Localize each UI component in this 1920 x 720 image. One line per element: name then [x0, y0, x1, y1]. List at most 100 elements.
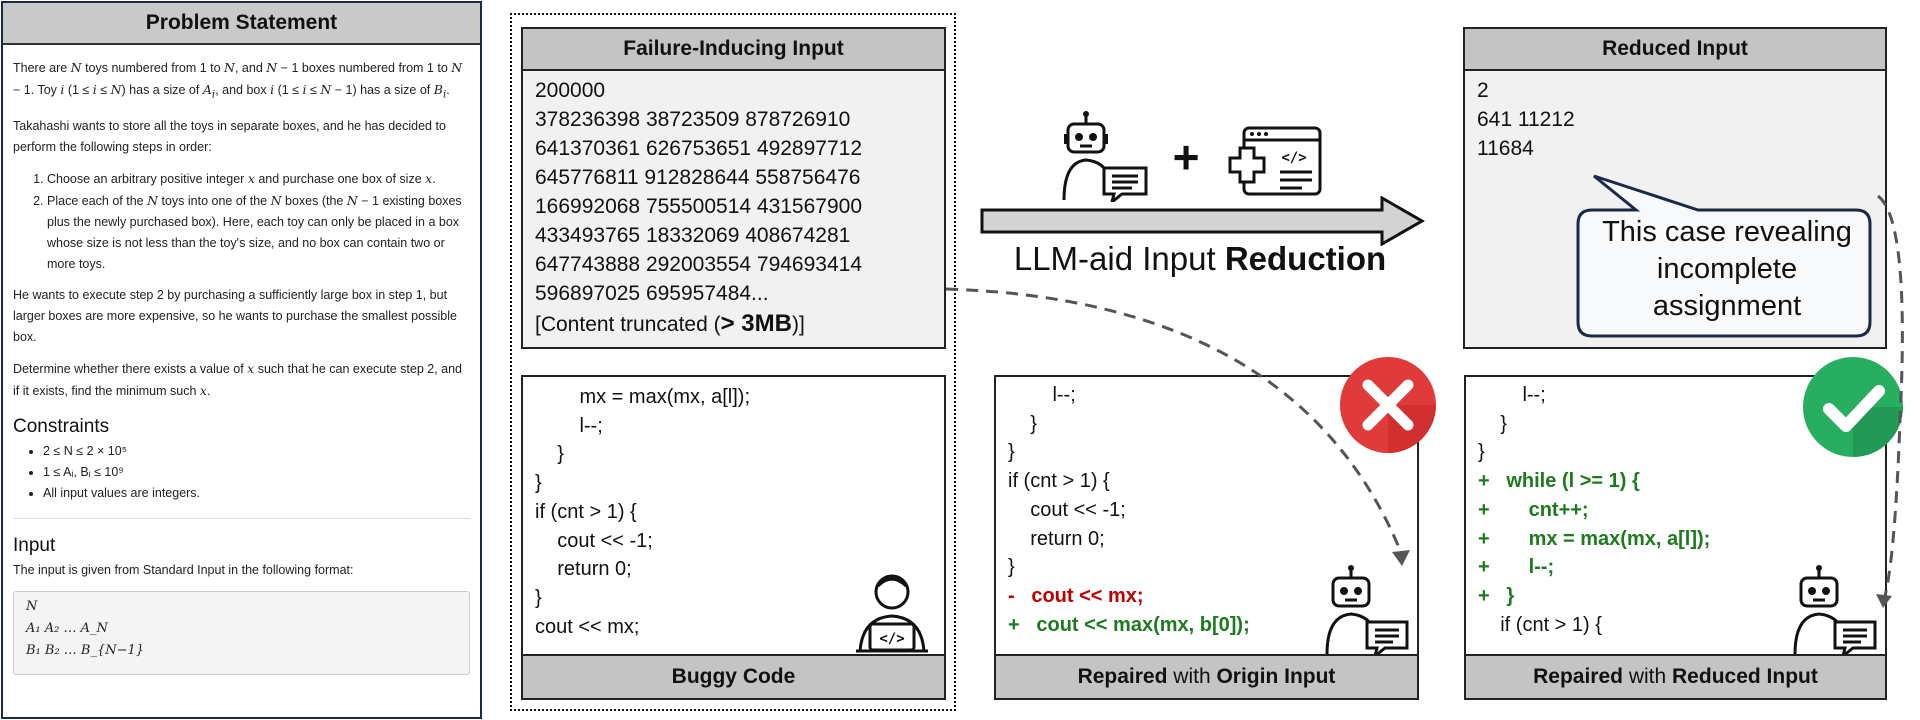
code-line: if (cnt > 1) { [535, 500, 637, 523]
failure-input-panel: Failure-Inducing Input 200000 378236398 … [521, 27, 946, 349]
reduction-label-prefix: LLM-aid Input [1013, 240, 1225, 277]
code-line: l--; [535, 414, 603, 437]
code-line: return 0; [535, 558, 632, 581]
problem-step: Place each of the N toys into one of the… [47, 190, 470, 275]
programmer-icon: </> [856, 574, 928, 653]
reduced-input-content: 2 641 11212 11684 [1465, 71, 1885, 168]
code-line: } [1008, 556, 1015, 579]
problem-statement-title: Problem Statement [3, 3, 480, 45]
robot-icon [1793, 565, 1877, 656]
reduction-label: LLM-aid Input Reduction [990, 240, 1410, 278]
input-line: 641370361 626753651 492897712 [535, 137, 863, 160]
footer-bold-2: Origin Input [1216, 665, 1336, 688]
added-code-line: + while (l >= 1) { [1478, 470, 1640, 493]
llm-robot-icon [1062, 111, 1148, 202]
svg-text:</>: </> [1281, 150, 1306, 166]
plus-sign: + [1172, 131, 1200, 183]
added-code-line: + cnt++; [1478, 498, 1589, 521]
input-line: 200000 [535, 79, 606, 102]
repaired-origin-footer: Repaired with Origin Input [996, 654, 1417, 698]
added-code-line: + } [1478, 584, 1515, 607]
problem-paragraph-3: He wants to execute step 2 by purchasing… [13, 287, 457, 344]
code-line: if (cnt > 1) { [1478, 613, 1602, 636]
pass-check-icon [1803, 357, 1903, 457]
input-line: 641 11212 [1477, 108, 1575, 131]
buggy-code-footer-label: Buggy Code [671, 665, 796, 688]
code-line: if (cnt > 1) { [1008, 470, 1110, 493]
constraints-list: 2 ≤ N ≤ 2 × 10⁵ 1 ≤ Aᵢ, Bᵢ ≤ 10⁹ All inp… [13, 441, 470, 504]
speech-bubble [1576, 174, 1872, 338]
code-line: return 0; [1008, 527, 1105, 550]
problem-paragraph-1: There are N toys numbered from 1 to N, a… [13, 60, 463, 101]
problem-steps-list: Choose an arbitrary positive integer x a… [13, 168, 470, 275]
input-heading: Input [13, 534, 56, 556]
robot-icon [1325, 565, 1409, 656]
dashed-arrow-reduced [1877, 194, 1904, 601]
added-code-line: + l--; [1478, 556, 1555, 579]
original-case-dotted-frame [510, 13, 956, 711]
input-line: 11684 [1477, 137, 1534, 160]
failure-input-title: Failure-Inducing Input [523, 29, 944, 71]
constraints-heading: Constraints [13, 415, 110, 437]
repaired-reduced-code: l--; }}+ while (l >= 1) {+ cnt++;+ mx = … [1466, 377, 1885, 639]
code-line: cout << -1; [535, 529, 653, 552]
code-line: } [535, 472, 542, 495]
code-line: l--; [1478, 384, 1546, 406]
input-line: 645776811 912828644 558756476 [535, 166, 861, 189]
input-line: 378236398 38723509 878726910 [535, 108, 851, 131]
removed-code-line: - cout << mx; [1008, 584, 1144, 607]
added-code-line: + cout << max(mx, b[0]); [1008, 613, 1250, 636]
constraint-item: 2 ≤ N ≤ 2 × 10⁵ [43, 441, 470, 462]
buggy-code-footer: Buggy Code [523, 654, 944, 698]
format-line: N [26, 598, 38, 614]
reduction-label-bold: Reduction [1224, 240, 1387, 277]
input-line: 166992068 755500514 431567900 [535, 195, 863, 218]
footer-bold-2: Reduced Input [1672, 665, 1818, 688]
truncation-suffix: )] [791, 313, 805, 336]
input-line: 647743888 292003554 794693414 [535, 253, 863, 276]
problem-statement-panel: Problem Statement There are N toys numbe… [1, 1, 482, 719]
footer-mid: with [1167, 665, 1217, 688]
arrowhead [1876, 594, 1892, 608]
tools-code-icon: </> [1228, 126, 1322, 196]
problem-paragraph-4: Determine whether there exists a value o… [13, 360, 463, 398]
buggy-code-panel: mx = max(mx, a[l]); l--; }} if (cnt > 1) … [521, 375, 946, 700]
truncation-size: > 3MB [720, 310, 792, 337]
footer-mid: with [1623, 665, 1673, 688]
input-line: 596897025 695957484... [535, 282, 769, 305]
repaired-origin-code: l--; }} if (cnt > 1) { cout << -1; return… [996, 377, 1417, 639]
code-line: cout << -1; [1008, 498, 1126, 521]
fail-x-icon [1340, 357, 1436, 453]
format-line: B₁ B₂ … B_{N−1} [26, 642, 145, 658]
reduced-input-title: Reduced Input [1465, 29, 1885, 71]
problem-paragraph-2: Takahashi wants to store all the toys in… [13, 118, 446, 154]
code-line: } [535, 586, 542, 609]
divider [13, 517, 470, 519]
dashed-arrow-origin [945, 287, 1404, 556]
added-code-line: + mx = max(mx, a[l]); [1478, 527, 1711, 550]
repaired-reduced-footer: Repaired with Reduced Input [1466, 654, 1885, 698]
constraint-item: 1 ≤ Aᵢ, Bᵢ ≤ 10⁹ [43, 462, 470, 483]
input-line: 433493765 18332069 408674281 [535, 224, 851, 247]
truncation-prefix: [Content truncated ( [535, 313, 721, 336]
code-line: } [535, 443, 564, 466]
constraint-item: All input values are integers. [43, 483, 470, 504]
footer-bold-1: Repaired [1077, 665, 1168, 688]
bubble-text: This case revealing incomplete assignmen… [1602, 216, 1852, 322]
buggy-code-content: mx = max(mx, a[l]); l--; }} if (cnt > 1) … [523, 377, 944, 641]
format-line: A₁ A₂ … A_N [26, 620, 108, 636]
reduction-arrow [980, 196, 1426, 246]
footer-bold-1: Repaired [1533, 665, 1623, 688]
code-line: l--; [1008, 384, 1076, 406]
failure-input-content: 200000 378236398 38723509 878726910 6413… [523, 71, 944, 344]
code-line: } [1008, 441, 1015, 464]
arrowhead [1392, 550, 1410, 566]
input-line: 2 [1477, 79, 1489, 102]
problem-statement-body: There are N toys numbered from 1 to N, a… [3, 45, 480, 675]
truncation-note: [Content truncated (> 3MB)] [535, 309, 932, 339]
code-line: mx = max(mx, a[l]); [535, 386, 751, 408]
code-line: } [1478, 441, 1485, 464]
code-line: } [1008, 412, 1037, 435]
input-intro: The input is given from Standard Input i… [13, 562, 354, 577]
